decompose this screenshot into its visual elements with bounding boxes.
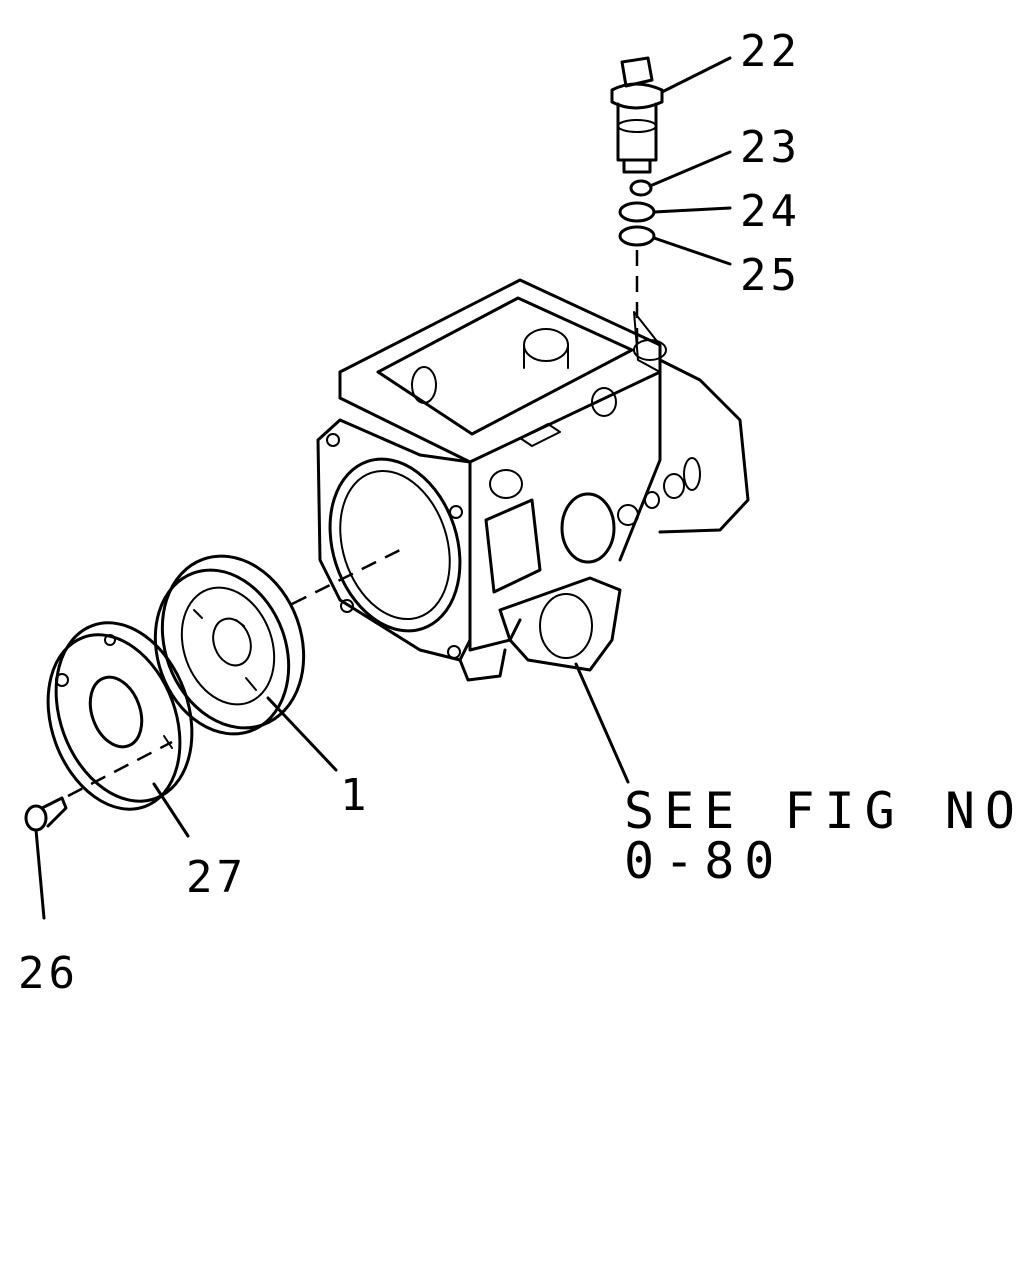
leader-1 (266, 696, 338, 772)
callout-26: 26 (18, 948, 79, 999)
part-22-valve-plug (610, 56, 664, 174)
callout-25: 25 (740, 250, 801, 301)
part-25-o-ring (618, 225, 656, 247)
axis-line-screw (67, 740, 173, 798)
callout-1: 1 (340, 770, 371, 821)
part-26-screw (24, 796, 68, 832)
leader-25 (652, 236, 732, 266)
part-1-cover (153, 554, 306, 736)
callout-24: 24 (740, 186, 801, 237)
pump-housing (316, 278, 750, 682)
callout-23: 23 (740, 122, 801, 173)
part-23-spring (629, 179, 653, 197)
leader-24 (652, 206, 732, 214)
leader-27 (152, 782, 190, 838)
leader-26 (34, 828, 46, 920)
leader-23 (648, 150, 732, 188)
callout-22: 22 (740, 26, 801, 77)
leader-reference-note (574, 662, 630, 784)
callout-27: 27 (186, 852, 247, 903)
reference-note-line1: SEE FIG NO. (624, 782, 1024, 840)
part-27-plate (46, 621, 194, 811)
leader-22 (660, 56, 732, 94)
reference-note-line2: 0-80 (624, 832, 784, 890)
axis-line-cover (291, 548, 401, 606)
part-24-o-ring (618, 201, 656, 223)
